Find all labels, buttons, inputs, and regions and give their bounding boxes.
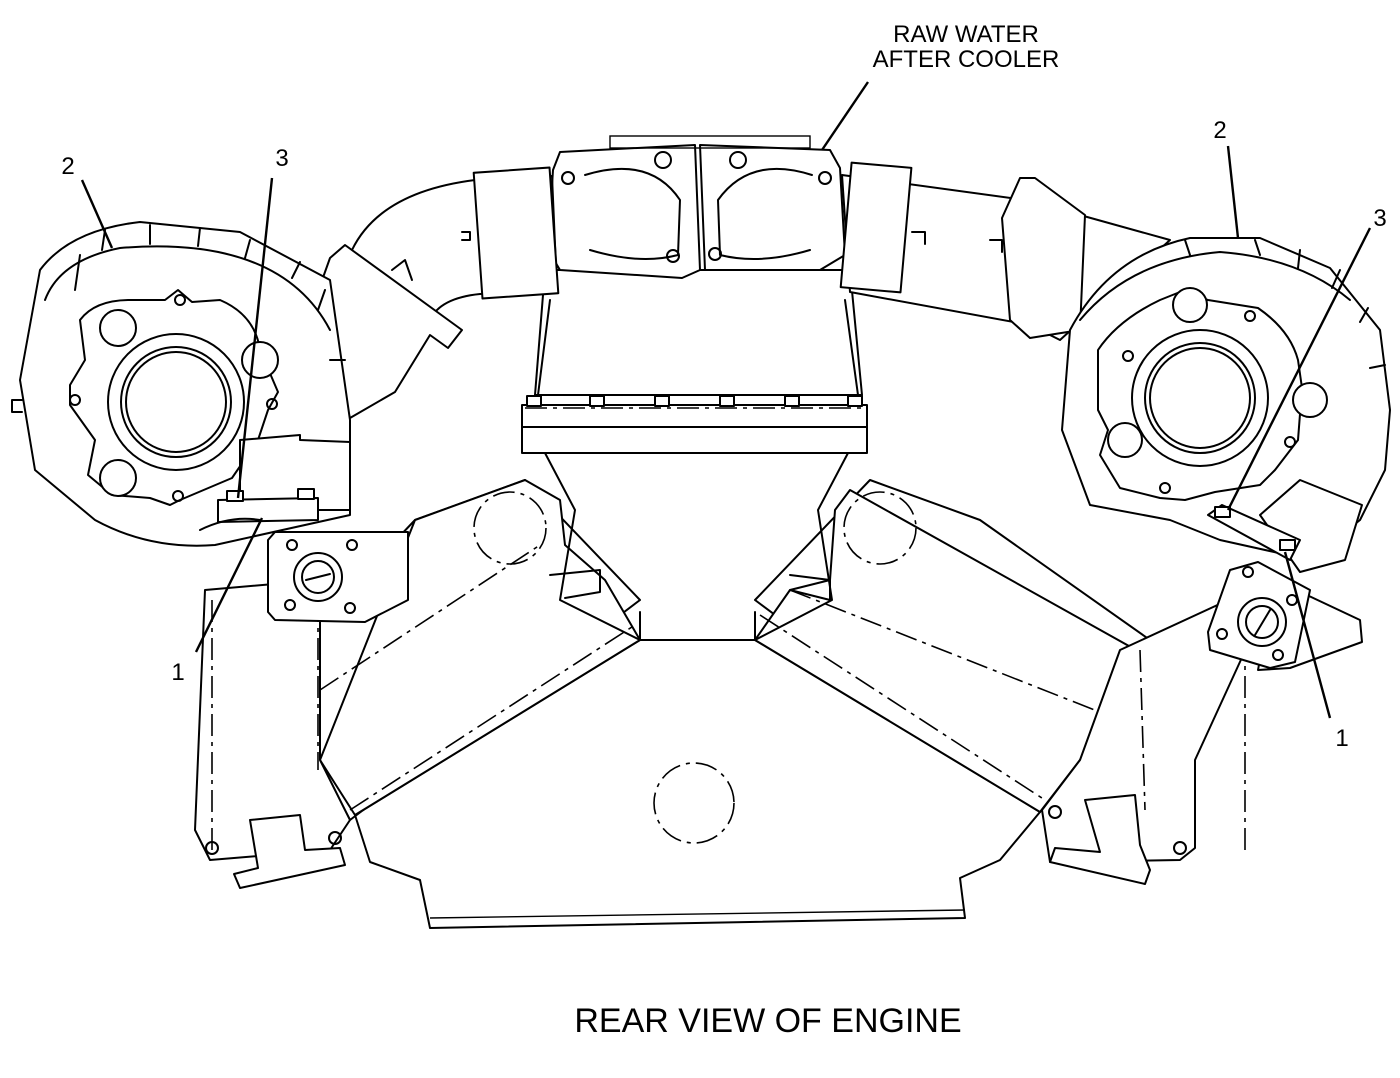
left-turbocharger — [11, 221, 409, 623]
aftercooler-bolts — [526, 395, 863, 407]
left-2-leader — [80, 179, 114, 249]
left-1-leader — [194, 517, 264, 653]
callout-left-3: 3 — [275, 145, 288, 172]
callout-right-2: 2 — [1213, 117, 1226, 144]
right-3-leader — [1226, 227, 1372, 511]
callout-right-3: 3 — [1373, 205, 1386, 232]
right-1-leader — [1283, 551, 1332, 719]
callout-right-1: 1 — [1335, 725, 1348, 752]
callout-left-1: 1 — [171, 659, 184, 686]
right-2-leader — [1226, 145, 1240, 239]
diagram-caption: REAR VIEW OF ENGINE — [574, 1002, 961, 1040]
raw-water-leader — [821, 81, 869, 151]
raw-water-label-line2: AFTER COOLER — [873, 46, 1060, 73]
left-3-leader — [236, 177, 274, 499]
crankshaft-seal-outline — [653, 762, 735, 844]
right-exhaust-manifold — [754, 479, 1363, 885]
callout-left-2: 2 — [61, 153, 74, 180]
intake-pipes — [314, 161, 1171, 419]
callout-labels: RAW WATER AFTER COOLER 2 3 1 2 3 1 — [61, 21, 1386, 752]
right-turbocharger — [1061, 237, 1391, 669]
leader-lines — [80, 81, 1372, 719]
engine-block — [354, 611, 1041, 929]
left-turbo-outlet — [107, 333, 245, 471]
aftercooler-housing — [521, 135, 868, 641]
right-pipe-clamp — [839, 161, 913, 294]
left-turbo-mount-plate — [217, 497, 319, 523]
left-pipe-clamp — [472, 166, 560, 300]
right-turbo-outlet — [1131, 329, 1269, 467]
raw-water-label-line1: RAW WATER — [893, 21, 1039, 48]
